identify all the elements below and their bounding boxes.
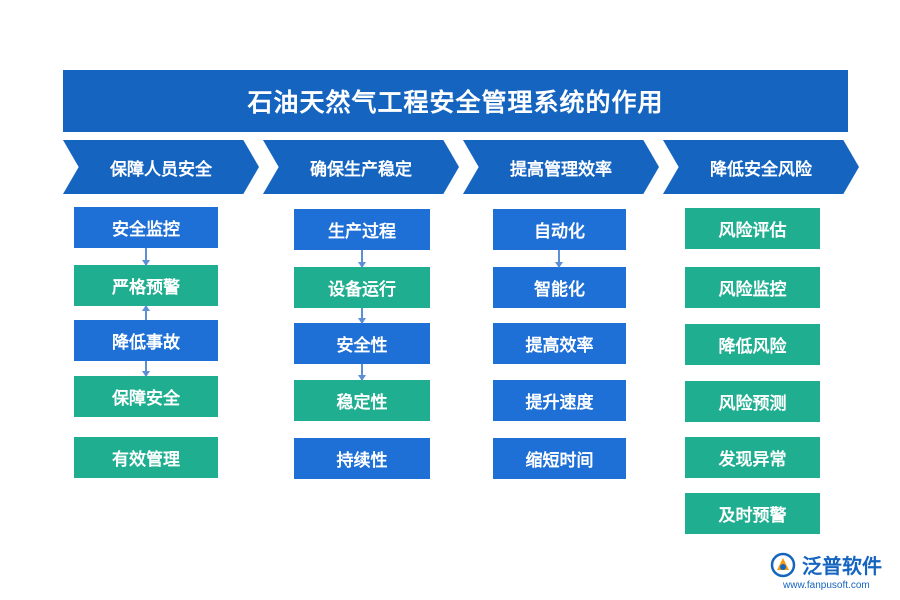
col1-item-5: 有效管理	[74, 437, 218, 478]
diagram-title: 石油天然气工程安全管理系统的作用	[63, 70, 848, 132]
col1-item-3: 降低事故	[74, 320, 218, 361]
col3-item-1: 自动化	[493, 209, 626, 250]
col4-item-4: 风险预测	[685, 381, 820, 422]
column-header-4: 降低安全风险	[663, 140, 859, 194]
col4-item-1: 风险评估	[685, 208, 820, 249]
col4-item-2: 风险监控	[685, 267, 820, 308]
col2-item-2: 设备运行	[294, 267, 430, 308]
col2-item-3: 安全性	[294, 323, 430, 364]
col1-item-4: 保障安全	[74, 376, 218, 417]
column-header-1: 保障人员安全	[63, 140, 259, 194]
col1-arrow-2	[142, 305, 150, 320]
brand-url: www.fanpusoft.com	[783, 580, 870, 591]
fanpu-logo-icon	[770, 552, 796, 577]
col2-arrow-1	[358, 250, 366, 268]
col2-arrow-2	[358, 308, 366, 324]
column-header-2: 确保生产稳定	[263, 140, 459, 194]
col2-item-4: 稳定性	[294, 380, 430, 421]
col1-arrow-1	[142, 248, 150, 266]
col1-item-1: 安全监控	[74, 207, 218, 248]
col2-item-5: 持续性	[294, 438, 430, 479]
col2-item-1: 生产过程	[294, 209, 430, 250]
col3-item-2: 智能化	[493, 267, 626, 308]
col3-item-4: 提升速度	[493, 380, 626, 421]
brand-logo: 泛普软件	[770, 550, 882, 579]
col4-item-6: 及时预警	[685, 493, 820, 534]
col4-item-3: 降低风险	[685, 324, 820, 365]
brand-name: 泛普软件	[802, 554, 882, 578]
col1-arrow-3	[142, 361, 150, 377]
col3-item-3: 提高效率	[493, 323, 626, 364]
col2-arrow-3	[358, 364, 366, 381]
col1-item-2: 严格预警	[74, 265, 218, 306]
col4-item-5: 发现异常	[685, 437, 820, 478]
col3-arrow-1	[555, 250, 563, 268]
column-header-3: 提高管理效率	[463, 140, 659, 194]
col3-item-5: 缩短时间	[493, 438, 626, 479]
